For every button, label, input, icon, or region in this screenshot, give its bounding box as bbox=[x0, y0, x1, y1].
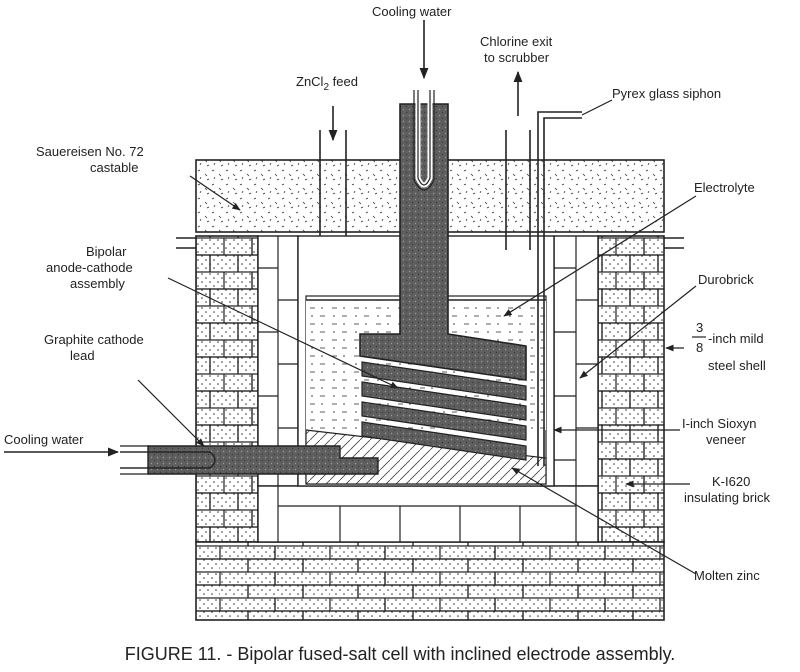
leader-sauereisen bbox=[189, 175, 241, 211]
bipolar-plate-4 bbox=[361, 421, 527, 461]
label-cooling-water-top: Cooling water bbox=[372, 4, 452, 19]
label-bipolar-1: Bipolar bbox=[86, 244, 127, 259]
bipolar-plate-2 bbox=[361, 381, 527, 421]
label-sauereisen-2: castable bbox=[90, 160, 138, 175]
label-molten-zinc: Molten zinc bbox=[694, 568, 760, 583]
label-chlorine-1: Chlorine exit bbox=[480, 34, 553, 49]
label-graphite-1: Graphite cathode bbox=[44, 332, 144, 347]
label-sioxyn-2: veneer bbox=[706, 432, 746, 447]
leader-durobrick bbox=[579, 285, 697, 379]
bipolar-plate-3 bbox=[361, 401, 527, 441]
label-zncl2: ZnCl2 feed bbox=[296, 74, 358, 93]
leader-zinc bbox=[511, 467, 697, 575]
label-cooling-water-left: Cooling water bbox=[4, 432, 84, 447]
bottom-brick bbox=[195, 541, 665, 621]
durobrick-bottom bbox=[257, 485, 599, 543]
label-k1620-1: K-I620 bbox=[712, 474, 750, 489]
label-sioxyn-1: I-inch Sioxyn bbox=[682, 416, 756, 431]
label-pyrex: Pyrex glass siphon bbox=[612, 86, 721, 101]
leader-bipolar bbox=[167, 277, 399, 389]
right-brick-wall bbox=[597, 235, 665, 543]
label-sauereisen-1: Sauereisen No. 72 bbox=[36, 144, 144, 159]
label-bipolar-3: assembly bbox=[70, 276, 125, 291]
label-steel-den: 8 bbox=[696, 340, 703, 355]
label-electrolyte: Electrolyte bbox=[694, 180, 755, 195]
left-brick-wall bbox=[195, 235, 259, 543]
label-steel-num: 3 bbox=[696, 320, 703, 335]
leader-electrolyte bbox=[503, 195, 697, 317]
label-chlorine-2: to scrubber bbox=[484, 50, 550, 65]
label-k1620-2: insulating brick bbox=[684, 490, 770, 505]
label-steel-1: -inch mild bbox=[708, 331, 764, 346]
figure-caption: FIGURE 11. - Bipolar fused-salt cell wit… bbox=[125, 644, 676, 664]
anode-column bbox=[359, 103, 527, 381]
label-bipolar-2: anode-cathode bbox=[46, 260, 133, 275]
label-durobrick: Durobrick bbox=[698, 272, 754, 287]
leader-graphite bbox=[137, 379, 205, 447]
label-graphite-2: lead bbox=[70, 348, 95, 363]
label-steel-2: steel shell bbox=[708, 358, 766, 373]
